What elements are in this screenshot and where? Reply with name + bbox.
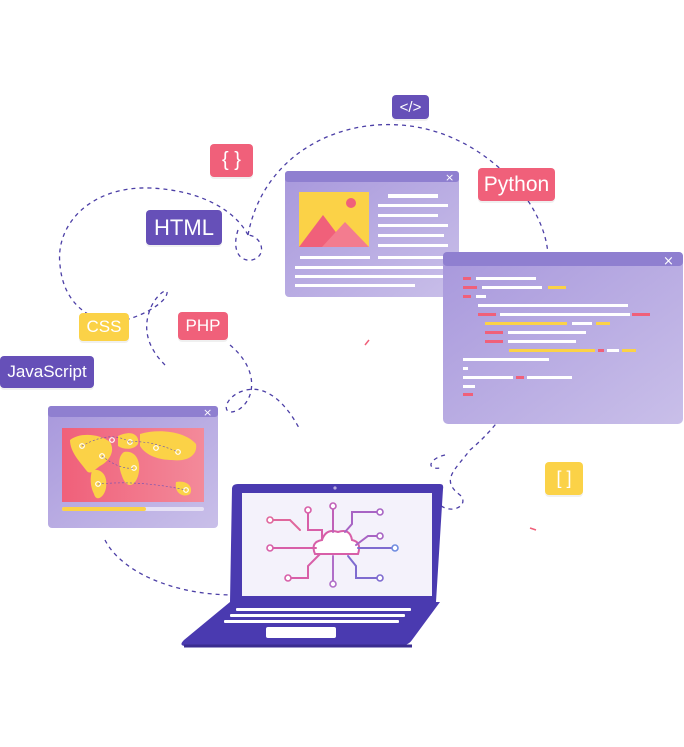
dashed-path-css-loop <box>117 290 168 366</box>
php-tag: PHP <box>178 312 228 340</box>
code-tag: </> <box>392 95 429 119</box>
html-tag-label: HTML <box>154 214 214 240</box>
braces-tag-label: { } <box>222 149 241 171</box>
cloud-network-icon <box>271 507 393 583</box>
brackets-tag: [ ] <box>545 462 583 495</box>
media-window-close-icon[interactable]: × <box>445 171 454 184</box>
map-window: × <box>48 406 218 528</box>
php-tag-label: PHP <box>185 316 221 335</box>
laptop-keyboard <box>224 608 411 623</box>
javascript-tag: JavaScript <box>0 356 94 388</box>
dashed-path-bottom-left <box>104 539 236 596</box>
dashed-path-php <box>225 344 301 431</box>
map-progress-fill <box>62 507 146 511</box>
code-lines <box>463 277 650 396</box>
laptop <box>181 484 444 648</box>
css-tag-label: CSS <box>86 317 122 336</box>
braces-tag: { } <box>210 144 253 177</box>
python-tag: Python <box>478 168 555 201</box>
brackets-tag-label: [ ] <box>556 468 572 488</box>
accent-line-center <box>364 339 370 346</box>
code-window: × <box>443 252 683 424</box>
dashed-path-right-lower <box>430 454 446 469</box>
dashed-path-left-loop <box>58 187 249 323</box>
code-tag-label: </> <box>399 98 422 116</box>
javascript-tag-label: JavaScript <box>7 362 87 381</box>
code-window-close-icon[interactable]: × <box>663 254 674 269</box>
map-window-close-icon[interactable]: × <box>203 406 212 419</box>
laptop-camera <box>333 486 337 490</box>
laptop-trackpad <box>266 627 336 638</box>
dashed-path-braces-loop <box>235 229 263 261</box>
circuit-nodes <box>266 502 399 588</box>
css-tag: CSS <box>79 313 129 341</box>
html-tag: HTML <box>146 210 222 245</box>
media-window: × <box>285 171 459 297</box>
accent-line-right <box>529 527 537 531</box>
text-lines <box>295 194 450 287</box>
python-tag-label: Python <box>483 172 550 196</box>
laptop-base <box>181 602 440 646</box>
